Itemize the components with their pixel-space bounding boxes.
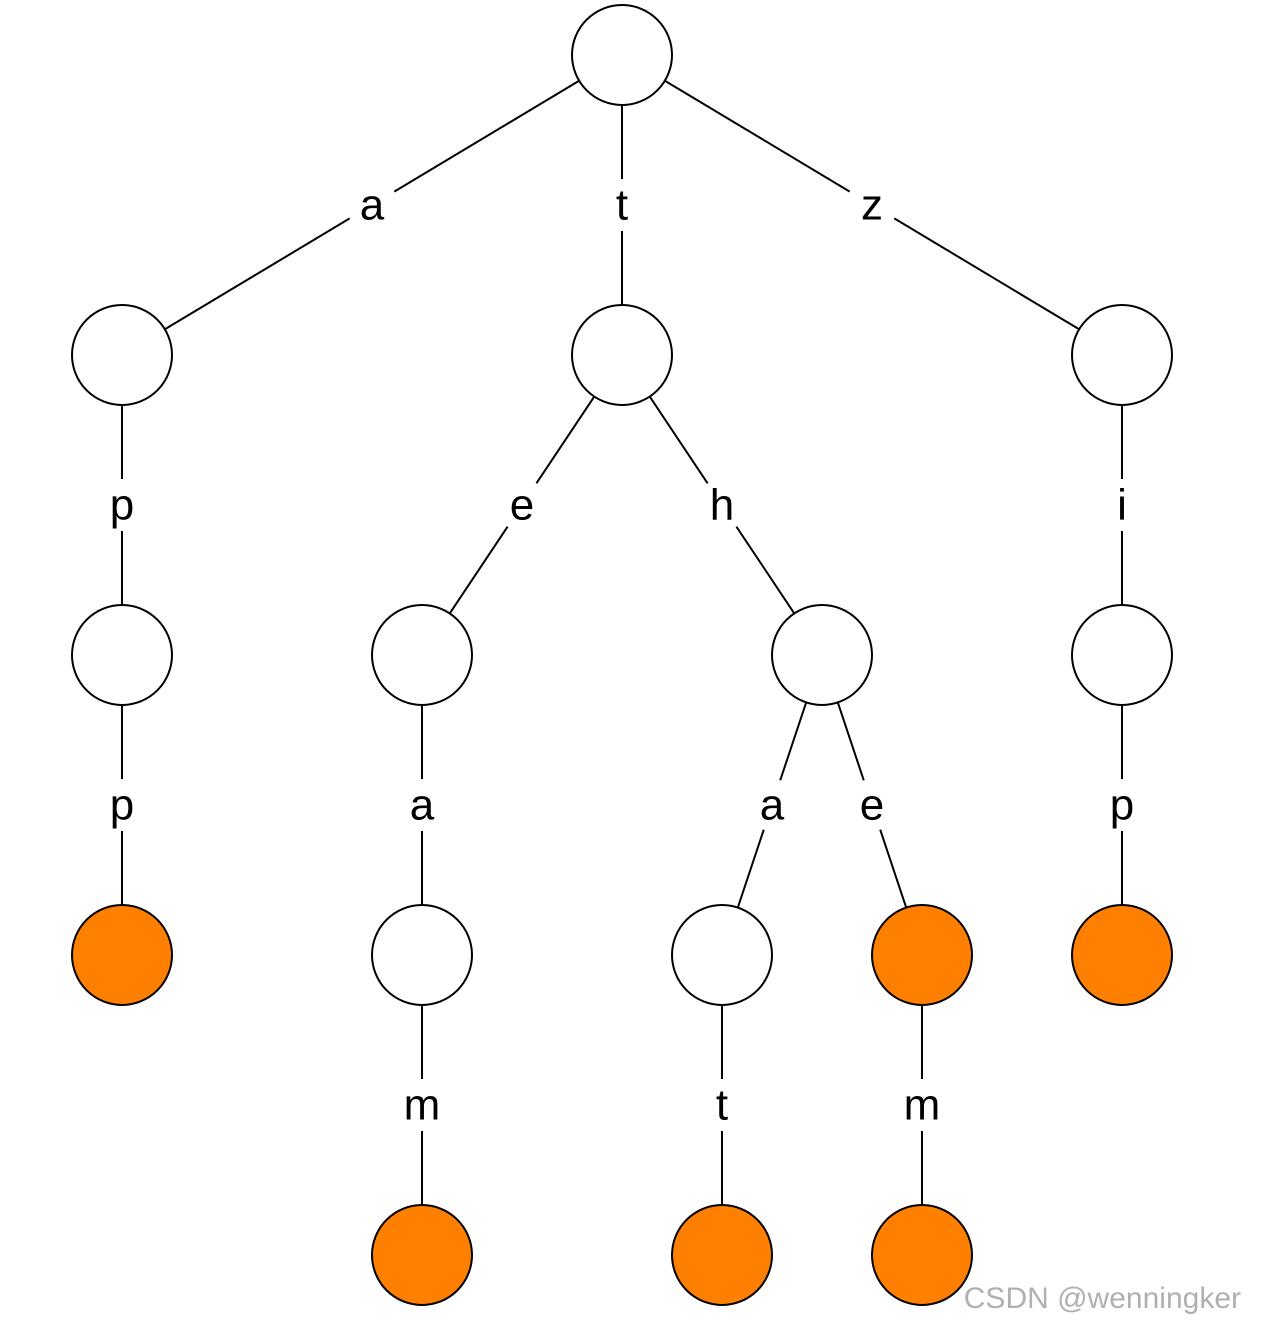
trie-node-n_tha <box>671 904 773 1006</box>
trie-node-n_tea <box>371 904 473 1006</box>
edge-root-n_z-segment-1 <box>664 79 851 193</box>
terminal-node-n_team <box>371 1204 473 1306</box>
edge-root-n_z-segment-2 <box>893 217 1080 331</box>
watermark-text: CSDN @wenningker <box>963 1282 1241 1315</box>
edge-label-n_t-n_th: h <box>710 481 734 530</box>
edge-n_t-n_te-segment-1 <box>535 396 596 484</box>
edge-label-n_z-n_zi: i <box>1117 481 1127 530</box>
edge-n_th-n_tha-segment-1 <box>779 702 808 781</box>
edge-n_t-n_th-segment-2 <box>735 526 796 614</box>
edge-n_th-n_the-segment-1 <box>836 702 865 781</box>
edge-n_t-n_th-segment-1 <box>648 396 709 484</box>
edge-label-n_ap-n_app: p <box>110 781 134 830</box>
edge-root-n_a-segment-2 <box>164 217 351 331</box>
trie-node-n_zi <box>1071 604 1173 706</box>
edge-label-root-n_z: z <box>861 181 883 230</box>
trie-node-n_th <box>771 604 873 706</box>
terminal-node-n_the <box>871 904 973 1006</box>
edge-label-n_th-n_tha: a <box>760 781 785 830</box>
edge-labels-layer: a t z p e h i p a a e p m t m <box>110 181 1134 1130</box>
edge-n_th-n_tha-segment-2 <box>736 829 765 908</box>
edge-label-n_th-n_the: e <box>860 781 884 830</box>
nodes-layer <box>71 4 1173 1306</box>
terminal-node-n_that <box>671 1204 773 1306</box>
trie-node-n_z <box>1071 304 1173 406</box>
terminal-node-n_app <box>71 904 173 1006</box>
trie-node-root <box>571 4 673 106</box>
edge-label-n_a-n_ap: p <box>110 481 134 530</box>
edge-n_t-n_te-segment-2 <box>448 526 509 614</box>
edge-label-n_tea-n_team: m <box>404 1081 441 1130</box>
edge-label-n_t-n_te: e <box>510 481 534 530</box>
terminal-node-n_them <box>871 1204 973 1306</box>
edge-label-n_the-n_them: m <box>904 1081 941 1130</box>
edge-n_th-n_the-segment-2 <box>879 829 908 908</box>
trie-node-n_a <box>71 304 173 406</box>
edge-label-n_zi-n_zip: p <box>1110 781 1134 830</box>
trie-node-n_t <box>571 304 673 406</box>
edge-label-n_tha-n_that: t <box>716 1081 728 1130</box>
edge-label-n_te-n_tea: a <box>410 781 435 830</box>
edge-root-n_a-segment-1 <box>393 79 580 193</box>
edge-label-root-n_t: t <box>616 181 628 230</box>
trie-node-n_te <box>371 604 473 706</box>
edge-label-root-n_a: a <box>360 181 385 230</box>
edges-layer <box>121 79 1123 1205</box>
terminal-node-n_zip <box>1071 904 1173 1006</box>
trie-node-n_ap <box>71 604 173 706</box>
